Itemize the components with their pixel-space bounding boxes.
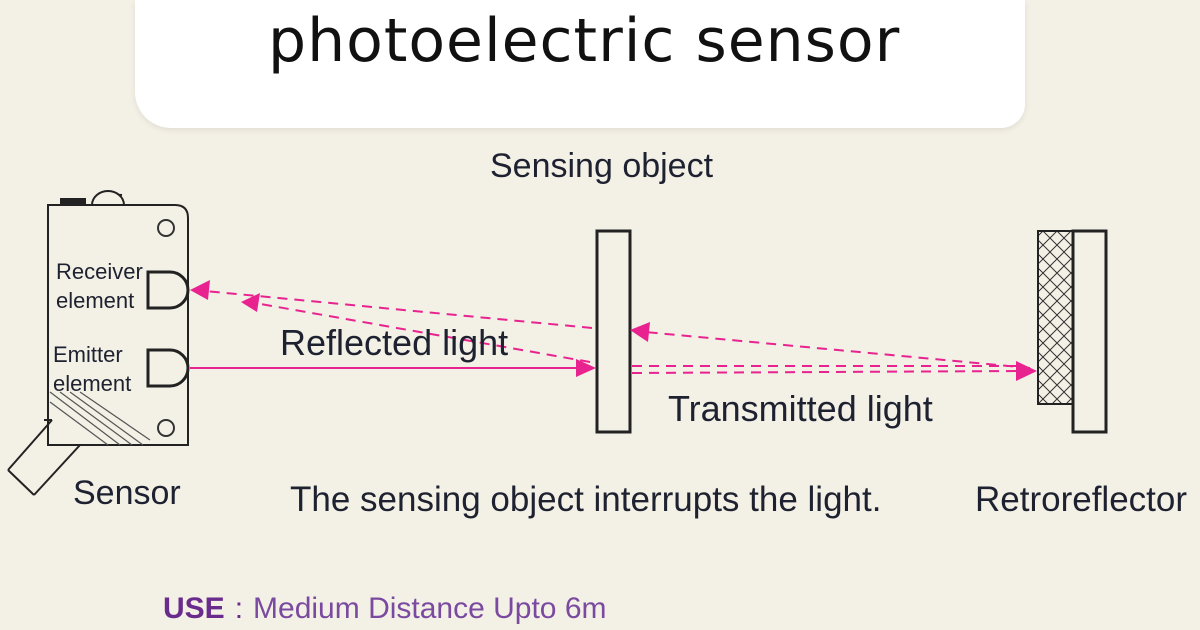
use-value: Medium Distance Upto 6m [253,592,607,625]
sensing-object [595,229,632,434]
reflected-light-label: Reflected light [280,322,509,363]
receiver-lens [146,270,190,310]
sensor-label: Sensor [73,474,181,512]
return-light-beam [630,322,1031,369]
use-separator: : [234,592,244,625]
page-title: photoelectric sensor [268,6,901,76]
emitted-light-beam [190,359,596,377]
retroreflector-label: Retroreflector [975,480,1188,519]
emitter-element-label: Emitter element [53,342,132,396]
use-line: USE: Medium Distance Upto 6m [163,592,607,626]
receiver-arrowhead [190,280,210,300]
transmitted-light-beam [631,365,1021,374]
transmitted-light-label: Transmitted light [668,388,933,429]
reflected-light-beam [204,290,593,363]
transmitted-arrowhead [1016,361,1037,381]
title-card [135,0,1025,128]
receiver-element-label: Receiver element [56,259,143,313]
sensor-device [7,190,190,496]
sensing-object-label: Sensing object [490,147,714,185]
reflected-arrowhead [241,293,260,312]
retroreflector-device [1037,229,1108,434]
caption-text: The sensing object interrupts the light. [290,480,882,519]
use-key: USE [163,592,225,625]
emitter-lens [146,348,190,388]
